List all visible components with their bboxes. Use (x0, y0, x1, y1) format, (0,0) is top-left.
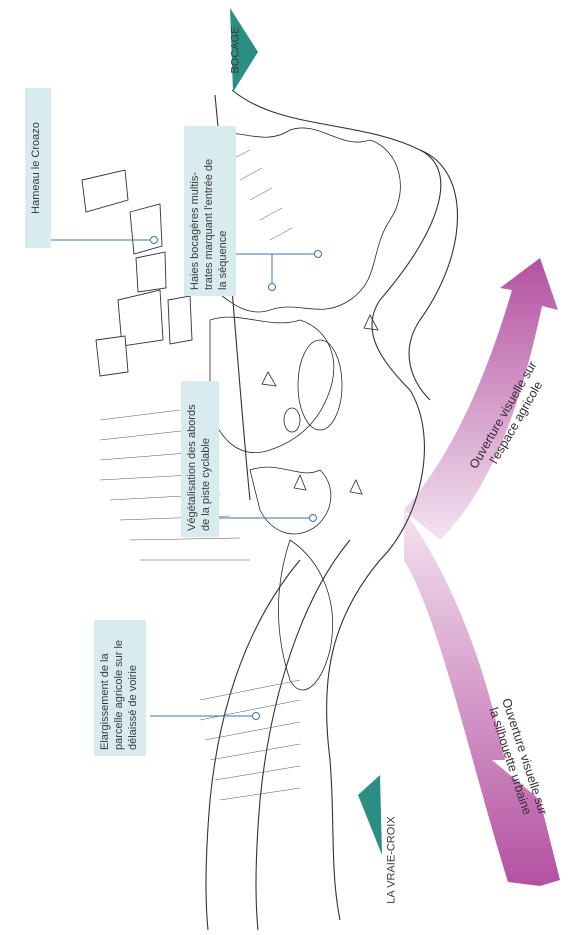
hamlet-houses (82, 170, 192, 376)
callout-elargissement: Elargissement de la parcelle agricole su… (94, 620, 146, 756)
place-bocage: BOCAGE (230, 26, 242, 73)
place-vraie-croix: LA VRAIE-CROIX (386, 816, 398, 903)
callout-vegetalisation: Végétalisation des abords de la piste cy… (181, 381, 219, 537)
vraie-croix-marker (358, 775, 382, 855)
callout-hameau: Hameau le Croazo (25, 88, 51, 248)
callout-haies: Haies bocagères multis- trates marquant … (184, 126, 236, 296)
